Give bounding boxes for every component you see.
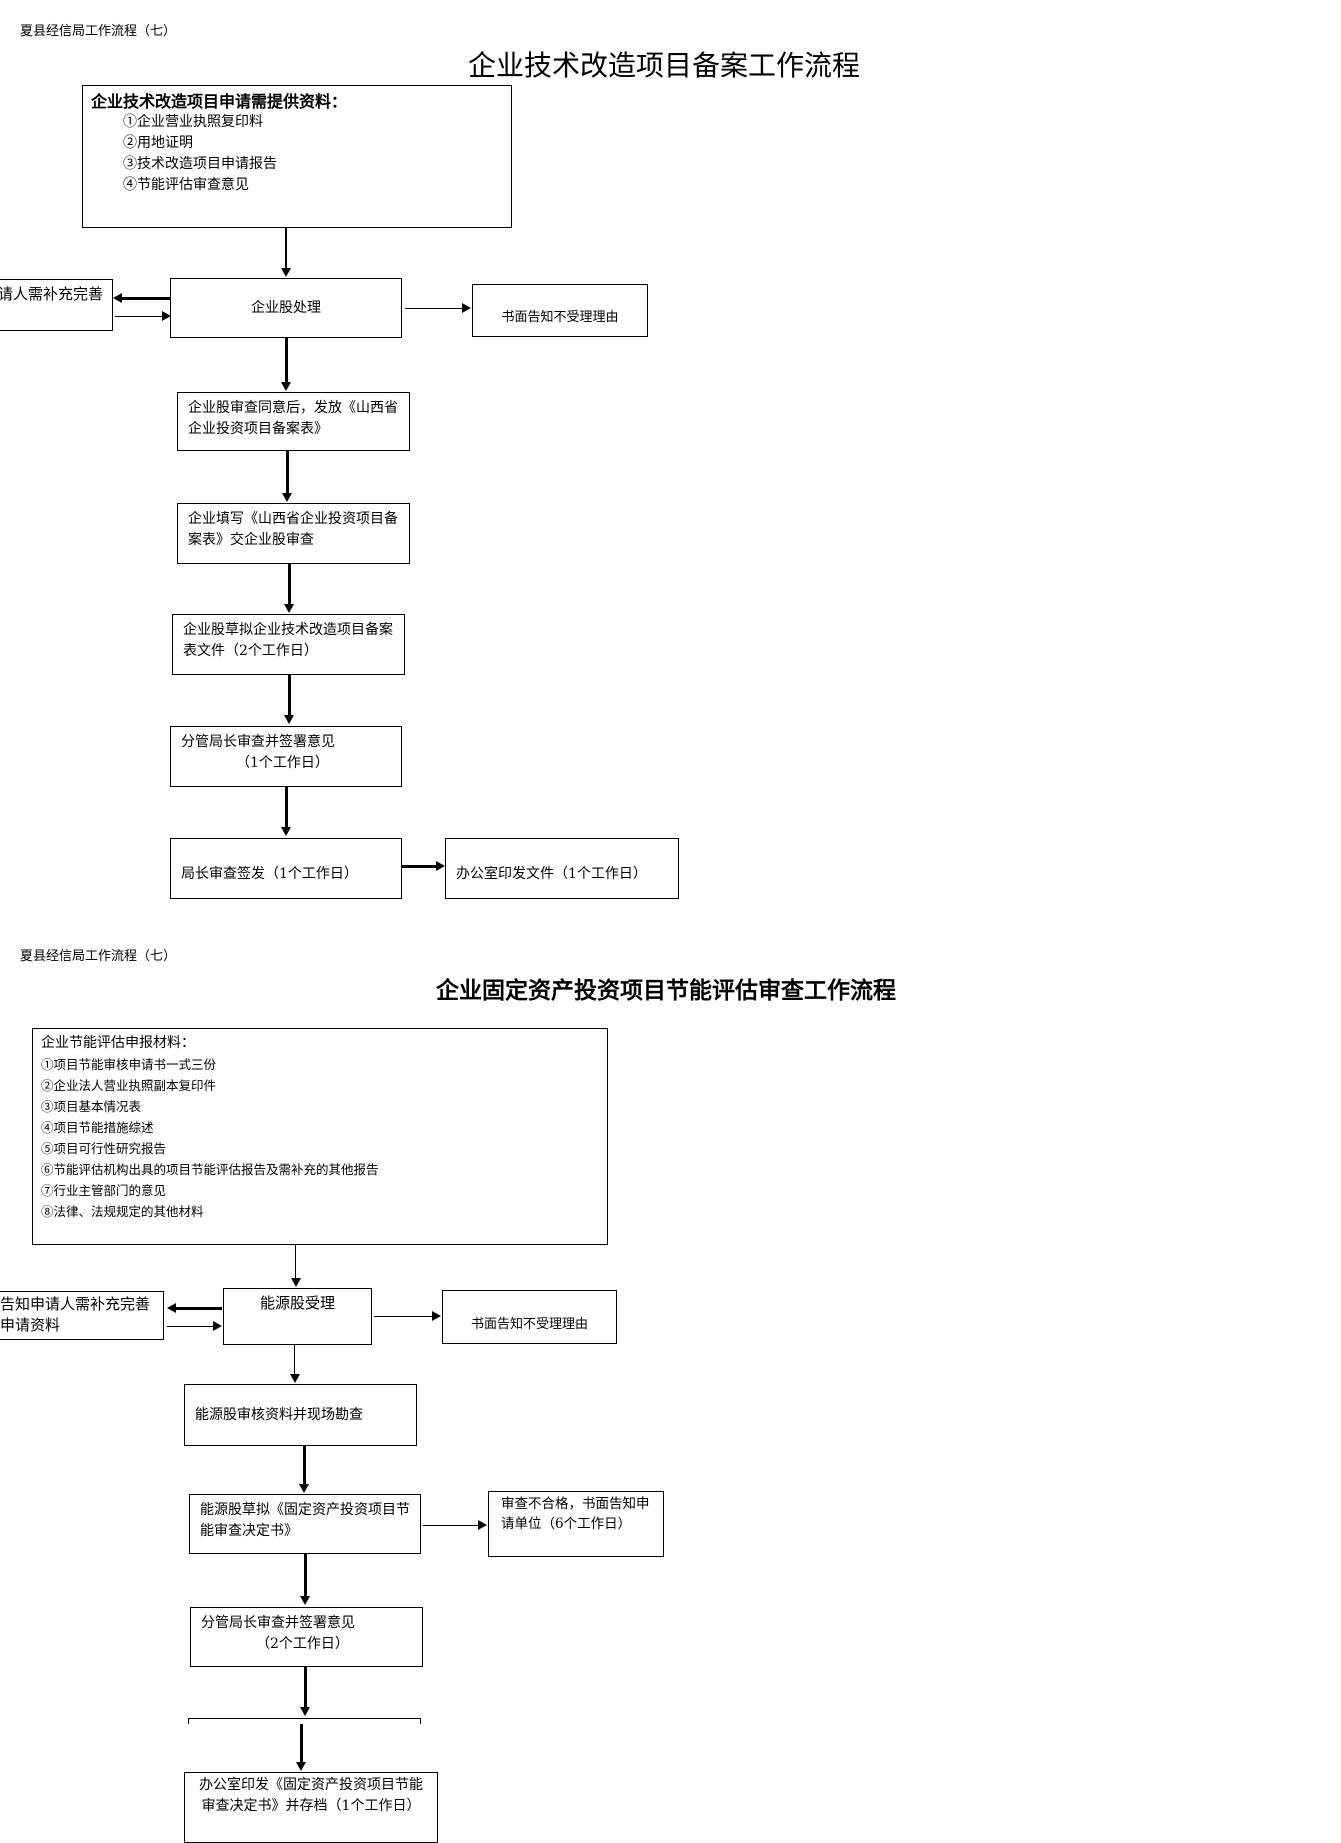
step-text: 企业填写《山西省企业投资项目备案表》交企业股审查 [188,511,398,548]
arrow-down-icon [290,1374,300,1383]
arrow-down-icon [281,827,291,836]
deputy-text: 分管局长审查并签署意见 [201,1615,355,1631]
deputy-text: （2个工作日） [256,1636,349,1652]
material-item: ④项目节能措施综述 [41,1120,154,1135]
flow-title: 企业技术改造项目备案工作流程 [468,49,861,82]
step-box: 局长审查签发（1个工作日） [170,838,402,899]
final-box: 办公室印发文件（1个工作日） [445,838,679,899]
supplement-box: 请人需补充完善 [0,279,113,331]
connector-line [115,316,162,317]
arrow-left-icon [167,1303,176,1313]
supplement-box: 告知申请人需补充完善申请资料 [0,1291,164,1340]
fail-text: 审查不合格，书面告知申请单位（6个工作日） [501,1496,650,1532]
step-box: 企业股审查同意后，发放《山西省企业投资项目备案表》 [177,392,410,451]
arrow-right-icon [436,861,445,871]
connector-line [285,787,288,829]
page-header: 夏县经信局工作流程（七） [20,949,177,964]
arrow-down-icon [284,604,294,613]
connector-line [300,1724,303,1764]
arrow-down-icon [300,1707,310,1716]
deputy-box: 分管局长审查并签署意见 （2个工作日） [190,1607,423,1667]
arrow-left-icon [113,293,122,303]
material-item: ③技术改造项目申请报告 [123,156,277,172]
arrow-down-icon [296,1762,306,1771]
step-text: 分管局长审查并签署意见 [181,734,335,750]
process-box: 企业股处理 [170,278,402,338]
reject-text: 书面告知不受理理由 [501,310,619,325]
final-box: 办公室印发《固定资产投资项目节能审查决定书》并存档（1个工作日） [184,1772,438,1843]
material-item: ⑤项目可行性研究报告 [41,1141,167,1156]
connector-line [294,1345,295,1375]
materials-heading: 企业技术改造项目申请需提供资料： [91,92,348,111]
arrow-right-icon [213,1321,222,1331]
step-box: 企业股草拟企业技术改造项目备案表文件（2个工作日） [172,614,405,675]
step-box: 分管局长审查并签署意见 （1个工作日） [170,726,402,787]
connector-line [405,308,463,309]
step-text: （1个工作日） [236,755,329,771]
draft-box: 能源股草拟《固定资产投资项目节能审查决定书》 [189,1494,421,1554]
connector-line [285,228,287,270]
supplement-text: 告知申请人需补充完善申请资料 [0,1295,151,1334]
process-text: 企业股处理 [251,299,321,316]
arrow-right-icon [162,311,171,321]
step-text: 企业股审查同意后，发放《山西省企业投资项目备案表》 [188,400,398,437]
material-item: ⑦行业主管部门的意见 [41,1183,167,1198]
final-text: 办公室印发《固定资产投资项目节能审查决定书》并存档（1个工作日） [199,1777,423,1814]
connector-line [176,1307,222,1310]
material-item: ②用地证明 [123,135,193,151]
material-item: ③项目基本情况表 [41,1099,142,1114]
arrow-down-icon [300,1596,310,1605]
connector-line [288,675,291,717]
review-box: 能源股审核资料并现场勘查 [184,1384,417,1446]
connector-line [374,1316,432,1317]
material-item: ②企业法人营业执照副本复印件 [41,1078,217,1093]
connector-line [288,564,291,606]
reject-box: 书面告知不受理理由 [442,1290,617,1344]
page-header: 夏县经信局工作流程（七） [20,24,177,39]
connector-line [423,1525,479,1526]
arrow-right-icon [478,1520,487,1530]
material-item: ⑧法律、法规规定的其他材料 [41,1204,204,1219]
materials-box: 企业节能评估申报材料： ①项目节能审核申请书一式三份 ②企业法人营业执照副本复印… [32,1028,608,1245]
reject-text: 书面告知不受理理由 [470,1317,588,1332]
flow-title: 企业固定资产投资项目节能评估审查工作流程 [436,977,896,1004]
material-item: ④节能评估审查意见 [123,177,249,193]
final-text: 办公室印发文件（1个工作日） [456,866,647,882]
materials-heading: 企业节能评估申报材料： [41,1035,195,1051]
connector-line [286,451,289,495]
materials-box: 企业技术改造项目申请需提供资料： ①企业营业执照复印料 ②用地证明 ③技术改造项… [82,85,512,228]
arrow-down-icon [284,715,294,724]
connector-line [295,1245,296,1280]
connector-line [402,865,436,868]
arrow-down-icon [281,382,291,391]
step-box: 企业填写《山西省企业投资项目备案表》交企业股审查 [177,503,410,564]
connector-line [285,338,288,384]
review-text: 能源股审核资料并现场勘查 [195,1406,363,1423]
step-text: 局长审查签发（1个工作日） [181,866,358,882]
arrow-down-icon [282,493,292,502]
material-item: ⑥节能评估机构出具的项目节能评估报告及需补充的其他报告 [41,1162,379,1177]
reject-box: 书面告知不受理理由 [472,284,648,337]
accept-box: 能源股受理 [223,1288,372,1345]
arrow-right-icon [432,1311,441,1321]
bracket-divider [188,1718,421,1724]
arrow-right-icon [462,303,471,313]
material-item: ①企业营业执照复印料 [123,114,263,130]
step-text: 企业股草拟企业技术改造项目备案表文件（2个工作日） [183,622,393,659]
connector-line [304,1667,307,1709]
arrow-down-icon [291,1278,301,1287]
arrow-down-icon [281,268,291,277]
arrow-down-icon [299,1484,309,1493]
connector-line [304,1554,307,1598]
connector-line [167,1326,213,1327]
supplement-text: 请人需补充完善 [0,285,104,303]
connector-line [303,1446,306,1486]
draft-text: 能源股草拟《固定资产投资项目节能审查决定书》 [200,1502,410,1539]
connector-line [122,297,170,300]
accept-text: 能源股受理 [259,1294,335,1312]
material-item: ①项目节能审核申请书一式三份 [41,1057,217,1072]
fail-box: 审查不合格，书面告知申请单位（6个工作日） [488,1491,664,1557]
